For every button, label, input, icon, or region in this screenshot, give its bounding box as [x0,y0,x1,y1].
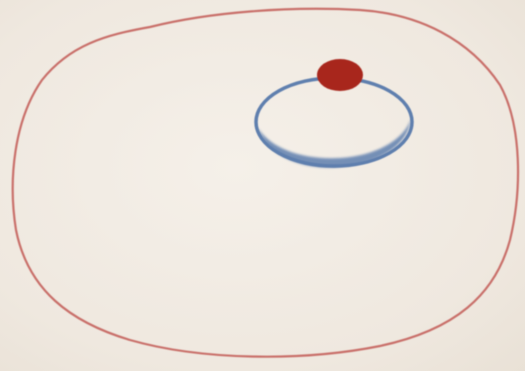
outer-blob-outline [13,9,518,357]
inner-ring-shadow [258,118,411,168]
red-dot [317,59,363,91]
